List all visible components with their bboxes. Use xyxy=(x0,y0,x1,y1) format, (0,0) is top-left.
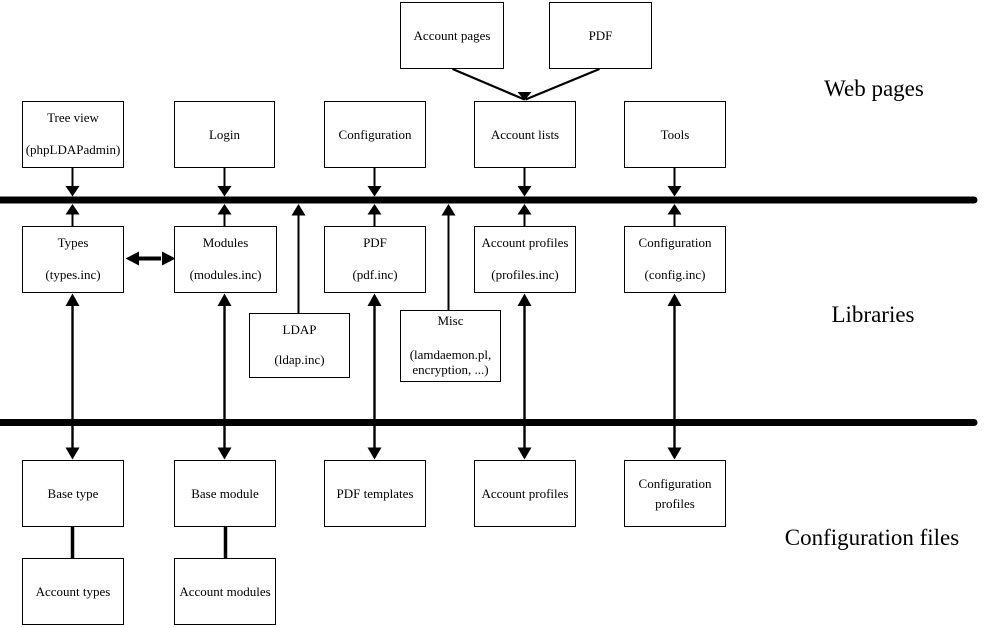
arrow-types-modules xyxy=(125,251,176,266)
box-label: Tree view xyxy=(47,110,99,125)
arrow-ldap-bar xyxy=(291,204,306,313)
box-label: Tools xyxy=(660,127,690,142)
box-tools: Tools xyxy=(624,101,726,168)
box-label: Types xyxy=(57,235,89,250)
box-pdf-page: PDF xyxy=(549,2,652,69)
box-label: Login xyxy=(208,127,241,142)
box-label: PDF xyxy=(588,28,613,43)
box-tree-view: Tree view (phpLDAPadmin) xyxy=(22,101,124,168)
box-label: Configuration xyxy=(338,127,412,142)
box-sublabel: (config.inc) xyxy=(644,267,706,282)
box-account-profiles-file: Account profiles xyxy=(474,460,576,527)
box-account-profiles-lib: Account profiles (profiles.inc) xyxy=(474,226,576,293)
arrow-misc-bar xyxy=(441,204,456,310)
box-configuration-profiles: Configuration profiles xyxy=(624,460,726,527)
box-sublabel: profiles xyxy=(655,496,695,511)
arrow-accountpages-pdf-to-accountlists xyxy=(452,67,600,101)
box-modules-lib: Modules (modules.inc) xyxy=(174,226,277,293)
arrows-webpages-bar xyxy=(65,168,682,227)
box-sublabel-group: (lamdaemon.pl, encryption, ...) xyxy=(410,347,492,377)
box-base-type: Base type xyxy=(22,460,124,527)
box-label: Account profiles xyxy=(481,235,569,250)
box-label: Account pages xyxy=(413,28,491,43)
box-sublabel: (types.inc) xyxy=(45,267,101,282)
box-label: LDAP xyxy=(282,322,317,337)
box-sublabel: encryption, ...) xyxy=(412,362,489,377)
box-configuration-lib: Configuration (config.inc) xyxy=(624,226,726,293)
box-pdf-lib: PDF (pdf.inc) xyxy=(324,226,426,293)
box-account-types: Account types xyxy=(22,558,124,625)
box-sublabel: (ldap.inc) xyxy=(274,352,325,367)
box-pdf-templates: PDF templates xyxy=(324,460,426,527)
section-label-configuration-files: Configuration files xyxy=(784,525,960,550)
box-label: Base type xyxy=(47,486,99,501)
box-ldap-lib: LDAP (ldap.inc) xyxy=(249,313,350,378)
box-configuration-page: Configuration xyxy=(324,101,426,168)
box-types-lib: Types (types.inc) xyxy=(22,226,124,293)
arrows-libraries-configfiles xyxy=(65,293,682,460)
box-label: Account modules xyxy=(179,584,271,599)
box-sublabel: (profiles.inc) xyxy=(491,267,559,282)
box-label: Account lists xyxy=(490,127,560,142)
box-sublabel: (phpLDAPadmin) xyxy=(25,142,121,157)
box-label: Configuration xyxy=(638,235,712,250)
box-label: Configuration xyxy=(638,476,712,491)
box-label: PDF xyxy=(363,235,387,250)
box-label: Account profiles xyxy=(481,486,569,501)
box-login: Login xyxy=(174,101,275,168)
box-label: Modules xyxy=(202,235,249,250)
box-base-module: Base module xyxy=(174,460,276,527)
box-sublabel: (pdf.inc) xyxy=(352,267,398,282)
box-label: Base module xyxy=(191,486,259,501)
section-label-web-pages: Web pages xyxy=(824,76,924,101)
box-label: Misc xyxy=(437,313,464,328)
box-account-lists: Account lists xyxy=(474,101,576,168)
section-label-libraries: Libraries xyxy=(831,302,915,327)
box-account-modules: Account modules xyxy=(174,558,276,625)
box-label: Account types xyxy=(35,584,111,599)
box-label: PDF templates xyxy=(336,486,414,501)
box-sublabel: (lamdaemon.pl, xyxy=(409,347,492,362)
box-sublabel: (modules.inc) xyxy=(189,267,262,282)
box-account-pages: Account pages xyxy=(400,2,504,69)
box-misc-lib: Misc (lamdaemon.pl, encryption, ...) xyxy=(400,310,501,382)
